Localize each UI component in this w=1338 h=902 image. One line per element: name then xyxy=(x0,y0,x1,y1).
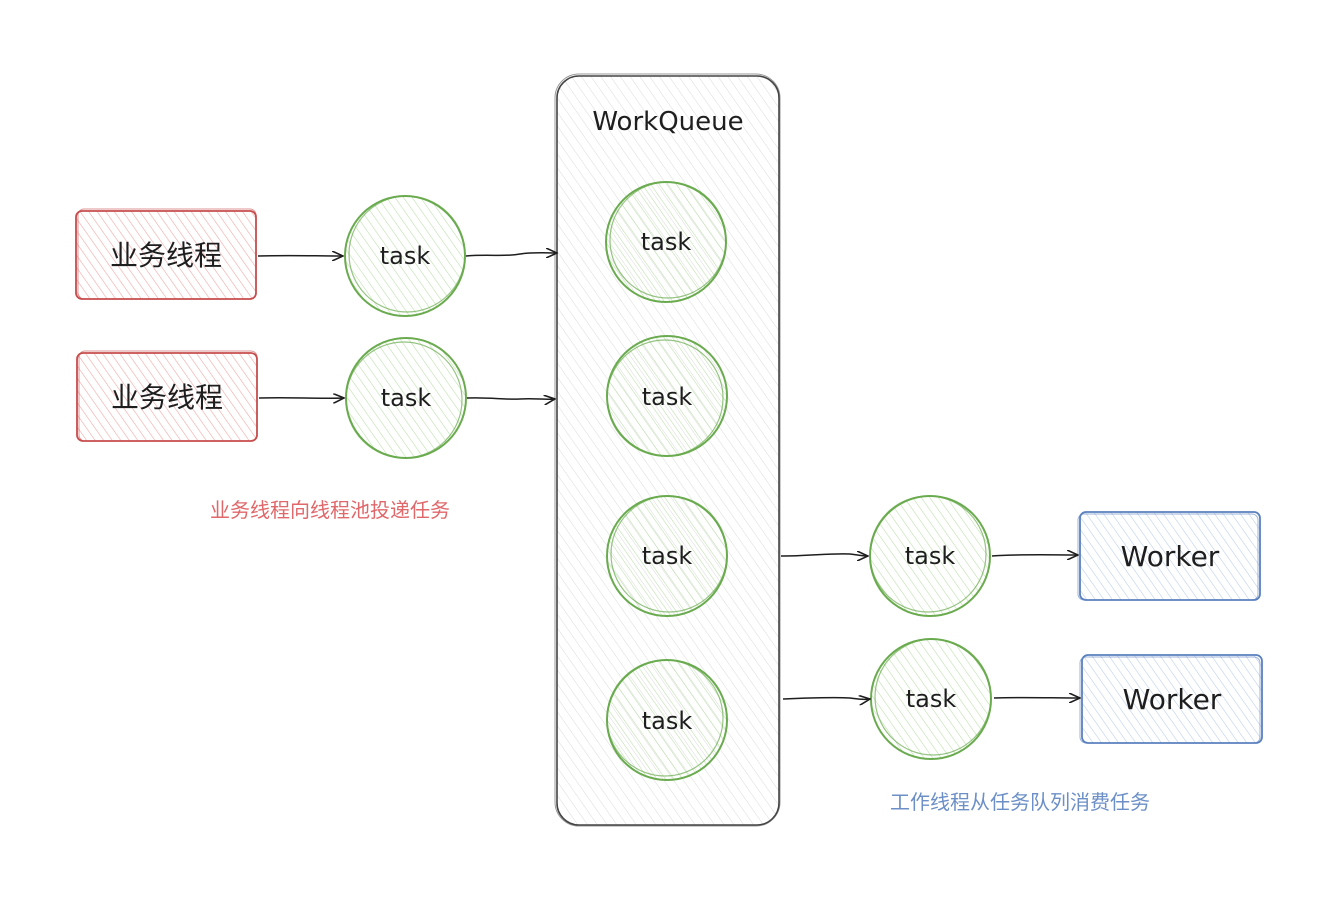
arrow-queue-to-task xyxy=(782,698,870,700)
outgoing-task: task xyxy=(869,495,991,617)
outgoing-task-label: task xyxy=(906,685,957,713)
producer-thread-label: 业务线程 xyxy=(110,239,222,272)
queue-task: task xyxy=(606,495,728,617)
worker-label: Worker xyxy=(1123,683,1222,716)
worker-note: 工作线程从任务队列消费任务 xyxy=(890,790,1150,814)
work-queue: WorkQueue task task task task xyxy=(554,73,781,827)
arrow-producer-to-task xyxy=(258,398,344,399)
queue-task-label: task xyxy=(642,383,693,411)
incoming-task: task xyxy=(344,195,466,317)
queue-task-label: task xyxy=(642,707,693,735)
worker-box: Worker xyxy=(1077,511,1261,601)
queue-task-label: task xyxy=(641,228,692,256)
arrow-queue-to-task xyxy=(780,554,868,556)
producer-thread-box: 业务线程 xyxy=(76,350,258,442)
arrow-task-to-queue xyxy=(466,398,555,399)
outgoing-task-label: task xyxy=(905,542,956,570)
queue-task: task xyxy=(606,659,728,781)
queue-task-label: task xyxy=(642,542,693,570)
producer-thread-box: 业务线程 xyxy=(75,208,257,300)
incoming-task-label: task xyxy=(381,384,432,412)
worker-box: Worker xyxy=(1079,654,1263,744)
incoming-task-label: task xyxy=(380,242,431,270)
worker-label: Worker xyxy=(1121,540,1220,573)
arrow-task-to-worker xyxy=(991,555,1078,556)
producer-note: 业务线程向线程池投递任务 xyxy=(210,498,450,522)
arrows xyxy=(257,253,1080,700)
outgoing-task: task xyxy=(870,638,992,760)
queue-task: task xyxy=(606,335,728,457)
queue-task: task xyxy=(605,181,727,303)
incoming-task: task xyxy=(345,337,467,459)
work-queue-title: WorkQueue xyxy=(592,107,743,137)
producer-thread-label: 业务线程 xyxy=(111,381,223,414)
arrow-task-to-queue xyxy=(465,253,557,256)
